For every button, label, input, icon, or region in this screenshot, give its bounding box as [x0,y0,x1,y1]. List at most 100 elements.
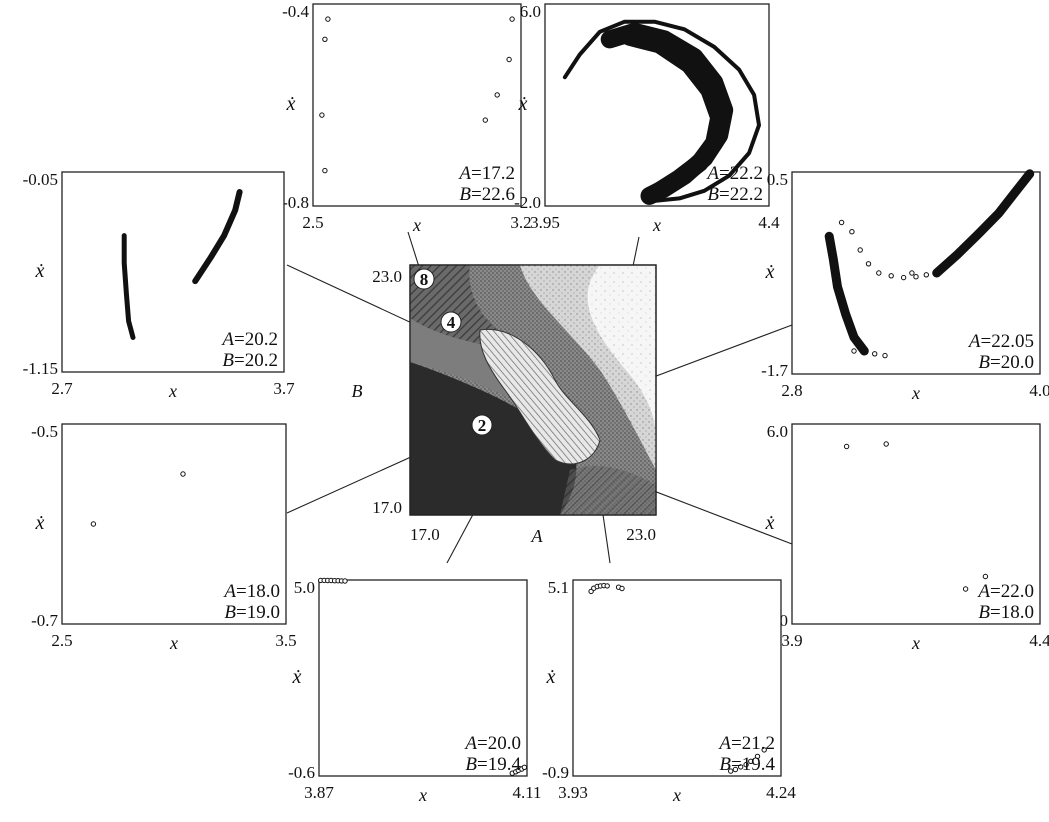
orbit-point [900,274,907,281]
y-axis-label: ẋ [286,93,296,115]
y-axis-label: ẋ [292,666,302,688]
orbit-point [319,112,325,118]
orbit-point [982,573,989,580]
param-label-A: A=21.2 [717,733,775,754]
lower-right-hatch [560,465,656,515]
region-marker-2: 2 [471,414,493,436]
x-tick-right: 4.4 [1029,631,1049,650]
orbit-point [180,471,186,477]
attractor-curve [824,231,869,356]
map-y-tick-top: 23.0 [372,267,402,286]
map-x-tick-right: 23.0 [626,525,656,544]
y-axis-label: ẋ [518,93,528,115]
period-8-region [410,265,520,347]
orbit-point [732,766,739,773]
x-tick-left: 3.93 [558,783,588,802]
x-axis-label: x [418,785,427,805]
period-2-region [410,362,577,515]
y-tick-bottom: -0.9 [542,763,569,782]
param-label-A: A=18.0 [222,581,280,602]
map-x-tick-left: 17.0 [410,525,440,544]
y-axis-label: ẋ [765,512,775,534]
y-axis-label: ẋ [765,261,775,283]
orbit-point [604,583,610,589]
orbit-point [325,16,331,22]
x-axis-label: x [412,215,421,235]
x-tick-right: 3.2 [510,213,531,232]
param-label-A: A=22.05 [967,331,1034,352]
orbit-point [872,351,878,357]
orbit-point [494,92,500,98]
parameter-plane-map: 8 4 2 23.0 17.0 17.0 23.0 A B [352,264,657,546]
y-tick-bottom: -2.0 [514,193,541,212]
attractor-curve [562,19,761,203]
param-label-A: A=20.2 [220,329,278,350]
y-tick-bottom: -1.15 [23,359,58,378]
y-tick-bottom: -0.6 [288,763,315,782]
y-axis-label: ẋ [35,512,45,534]
orbit-point [743,761,749,768]
attractor-curve [121,233,136,340]
y-tick-top: -0.05 [23,170,58,189]
x-tick-right: 3.7 [273,379,295,398]
x-tick-right: 4.24 [766,783,796,802]
orbit-point [888,273,894,279]
panel-frame [61,423,287,625]
y-tick-top: 5.1 [548,578,569,597]
region-label-4: 4 [447,313,456,332]
x-tick-right: 3.5 [275,631,296,650]
orbit-point [521,764,528,770]
panel-frame [791,423,1041,625]
x-tick-right: 4.4 [758,213,780,232]
region-label-2: 2 [478,416,487,435]
region-label-8: 8 [420,270,429,289]
x-tick-right: 4.11 [512,783,541,802]
orbit-point [913,274,919,280]
panel-frame [318,579,528,777]
y-tick-top: 6.0 [767,422,788,441]
param-label-B: B=20.0 [978,352,1034,373]
x-tick-left: 3.87 [304,783,334,802]
x-axis-label: x [168,381,177,401]
x-axis-label: x [169,633,178,653]
orbit-point [754,753,761,760]
x-tick-left: 2.5 [302,213,323,232]
x-tick-left: 3.9 [781,631,802,650]
periodic-window-band [479,328,601,465]
orbit-point [882,352,888,359]
map-y-axis-label: B [352,381,363,401]
x-axis-label: x [911,633,920,653]
x-tick-left: 2.7 [51,379,73,398]
param-label-B: B=22.2 [707,184,763,205]
y-axis-label: ẋ [546,666,556,688]
orbit-point [738,764,744,770]
orbit-point [322,36,328,42]
y-axis-label: ẋ [35,260,45,282]
attractor-curve [932,169,1035,278]
param-label-A: A=17.2 [457,163,515,184]
param-label-B: B=19.4 [719,754,775,775]
x-tick-left: 2.8 [781,381,802,400]
orbit-point [923,272,929,278]
y-tick-top: 6.0 [520,2,541,21]
orbit-point [748,758,754,764]
param-label-B: B=18.0 [978,602,1034,623]
param-label-B: B=19.0 [224,602,280,623]
orbit-point [482,117,488,123]
orbit-point [619,585,625,592]
orbit-point [342,578,348,584]
param-label-B: B=22.6 [459,184,515,205]
panel-frame [312,3,522,207]
orbit-point [838,219,845,226]
y-tick-bottom: -0.7 [31,611,58,630]
x-axis-label: x [652,215,661,235]
orbit-point [506,56,512,63]
orbit-point [851,348,857,354]
